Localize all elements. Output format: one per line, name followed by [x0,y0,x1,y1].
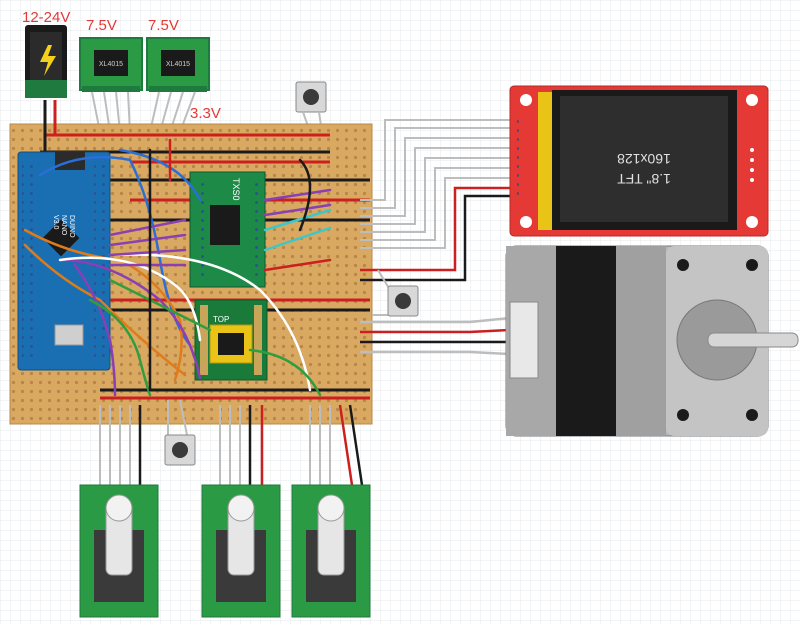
pushbutton-bottom [164,399,196,466]
regulator-1-chip-text: XL4015 [99,61,123,68]
arduino-label-2: NANO [60,215,67,236]
regulator-2-chip-text: XL4015 [166,61,190,68]
supply-voltage-label: 12-24V [22,9,70,26]
arduino-label-1: DUINO [68,215,75,238]
regulator-1: XL4015 [79,37,143,92]
regulator-1-voltage-label: 7.5V [86,17,117,34]
tft-display: 1.8" TFT 160x128 [509,85,769,237]
tft-size-label: 1.8" TFT [617,171,671,187]
stepper-driver-board: TOP [194,299,268,381]
pushbutton-top [295,81,327,133]
tft-power-wires [360,186,515,282]
lightning-icon [40,45,56,76]
stepper-motor-wires [360,316,511,356]
rotary-encoder-2 [201,484,281,618]
pushbutton-right [372,269,419,317]
rotary-encoder-1 [79,484,159,618]
jumper-wires [23,138,332,397]
logic-voltage-label: 3.3V [190,105,221,122]
level-shifter-label: TXS0 [231,178,241,201]
regulator-2-voltage-label: 7.5V [148,17,179,34]
tft-resolution-label: 160x128 [617,151,671,167]
stepper-motor [505,245,799,437]
rotary-encoder-3 [291,484,371,618]
encoder-leads [99,405,331,485]
dc-power-jack [25,25,67,98]
encoder-power-leads [138,404,364,486]
level-shifter-board: TXS0 [189,171,266,288]
stepper-driver-top-label: TOP [213,315,229,324]
arduino-label-3: V3.0 [52,215,59,230]
regulator-2: XL4015 [146,37,210,92]
tft-signal-wires [360,119,515,249]
